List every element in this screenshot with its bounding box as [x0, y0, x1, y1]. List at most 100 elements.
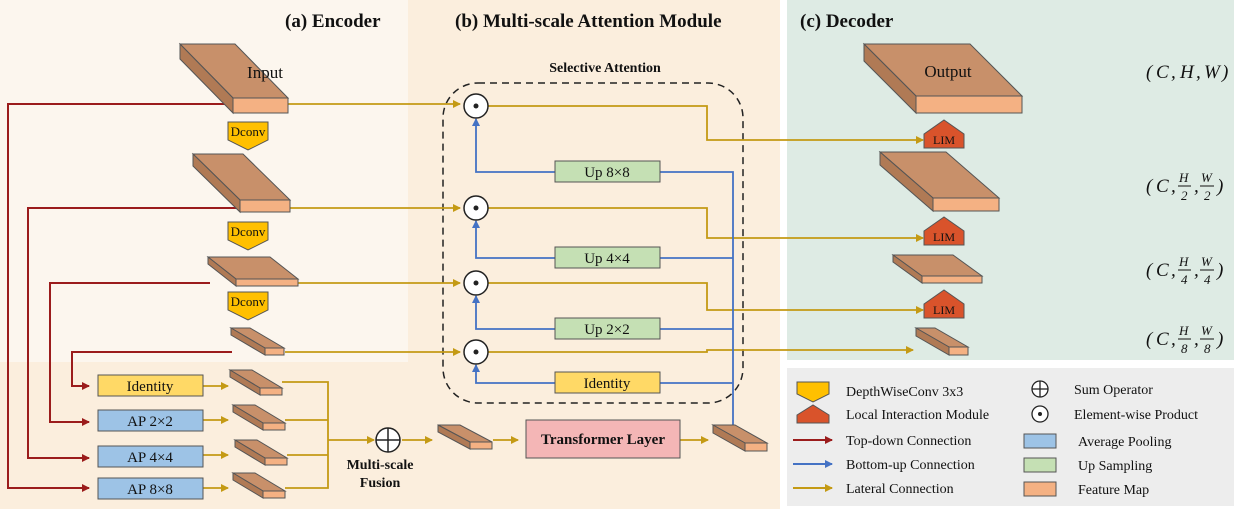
shape-annotation-half: ( C , H 2 , W 2 ) — [1146, 170, 1223, 203]
svg-text:Transformer Layer: Transformer Layer — [541, 432, 665, 448]
svg-text:W: W — [1201, 254, 1213, 269]
svg-text:2: 2 — [1204, 188, 1211, 203]
legend-lateral-label: Lateral Connection — [846, 482, 954, 497]
lateral-connections — [203, 100, 924, 492]
legend-dconv-icon — [796, 381, 830, 403]
output-label: Output — [924, 62, 972, 81]
svg-text:2: 2 — [1181, 188, 1188, 203]
svg-text:C: C — [1156, 260, 1169, 281]
svg-text:,: , — [1171, 329, 1176, 350]
fusion-sum-icon — [375, 427, 401, 453]
svg-text:Identity: Identity — [584, 376, 631, 392]
legend-up-label: Up Sampling — [1078, 459, 1152, 474]
pool-identity-box: Identity — [97, 374, 204, 397]
attention-title: (b) Multi-scale Attention Module — [455, 11, 722, 32]
shape-annotation-quarter: ( C , H 4 , W 4 ) — [1146, 254, 1223, 287]
legend-lim-label: Local Interaction Module — [846, 408, 989, 423]
transformer-layer-box: Transformer Layer — [525, 419, 681, 459]
product-node-2 — [463, 195, 489, 221]
svg-text:,: , — [1194, 260, 1199, 281]
legend-pool-swatch — [1023, 433, 1057, 449]
svg-text:): ) — [1216, 329, 1223, 350]
legend-up-swatch — [1023, 457, 1057, 473]
decoder-background — [787, 0, 1234, 360]
shape-annotation-eighth: ( C , H 8 , W 8 ) — [1146, 323, 1223, 356]
svg-text:,: , — [1194, 329, 1199, 350]
legend-product-label: Element-wise Product — [1074, 408, 1198, 423]
svg-text:4: 4 — [1181, 272, 1188, 287]
legend-feature-swatch — [1023, 481, 1057, 497]
svg-text:H: H — [1179, 62, 1195, 83]
svg-text:C: C — [1156, 329, 1169, 350]
fused-map — [437, 424, 493, 450]
svg-text:(: ( — [1146, 329, 1154, 350]
up-identity-box: Identity — [554, 371, 661, 394]
svg-text:W: W — [1201, 323, 1213, 338]
encoder-title: (a) Encoder — [285, 11, 381, 32]
svg-text:H: H — [1178, 170, 1189, 185]
feature-map-input — [178, 43, 290, 114]
legend-sum-label: Sum Operator — [1074, 383, 1153, 398]
decoder-feature-map-2 — [878, 150, 1001, 213]
encoder-block-3-side — [207, 255, 237, 288]
svg-text:(: ( — [1146, 176, 1154, 197]
pooled-map-4 — [231, 472, 287, 499]
legend-sum-icon — [1031, 380, 1049, 398]
shape-annotation-full: ( C , H , W ) — [1146, 62, 1228, 83]
top-down-connections — [7, 103, 243, 492]
svg-text:H: H — [1178, 254, 1189, 269]
up4-box: Up 4×4 — [554, 246, 661, 269]
lim-icon-3: LIM — [923, 289, 965, 319]
decoder-feature-map-4 — [914, 327, 970, 356]
svg-text:AP 2×2: AP 2×2 — [127, 414, 173, 430]
svg-text:Dconv: Dconv — [231, 294, 266, 309]
legend-product-icon — [1031, 405, 1049, 423]
fusion-label-2: Fusion — [360, 476, 401, 491]
product-node-1 — [463, 93, 489, 119]
lim-icon-2: LIM — [923, 216, 965, 246]
svg-text:C: C — [1156, 176, 1169, 197]
bottom-up-connections — [472, 118, 734, 425]
output-feature-map — [862, 42, 1024, 115]
svg-text:8: 8 — [1181, 341, 1188, 356]
svg-text:Dconv: Dconv — [231, 224, 266, 239]
svg-text:Up 4×4: Up 4×4 — [584, 251, 630, 267]
svg-text:AP 8×8: AP 8×8 — [127, 482, 173, 498]
encoder-block-4-side — [230, 327, 266, 356]
selective-attention-box — [442, 82, 744, 404]
svg-text:,: , — [1171, 62, 1176, 83]
svg-text:W: W — [1204, 62, 1222, 83]
svg-text:LIM: LIM — [933, 133, 955, 147]
fusion-label-1: Multi-scale — [347, 458, 414, 473]
input-block — [179, 42, 234, 115]
dconv-icon-3: Dconv — [227, 291, 269, 321]
legend-top-down-label: Top-down Connection — [846, 434, 971, 449]
svg-text:H: H — [1178, 323, 1189, 338]
svg-text:,: , — [1196, 62, 1201, 83]
svg-text:Up 8×8: Up 8×8 — [584, 165, 630, 181]
up2-box: Up 2×2 — [554, 317, 661, 340]
legend-feature-label: Feature Map — [1078, 483, 1149, 498]
svg-text:,: , — [1171, 260, 1176, 281]
feature-map-encoder-4 — [229, 327, 286, 356]
lim-icon-1: LIM — [923, 119, 965, 149]
svg-text:4: 4 — [1204, 272, 1211, 287]
svg-text:Dconv: Dconv — [231, 124, 266, 139]
svg-text:C: C — [1156, 62, 1169, 83]
pool-ap8-box: AP 8×8 — [97, 477, 204, 500]
legend: DepthWiseConv 3x3 Local Interaction Modu… — [793, 380, 1198, 498]
svg-text:): ) — [1216, 260, 1223, 281]
input-label: Input — [247, 63, 283, 82]
svg-text:): ) — [1221, 62, 1228, 83]
decoder-feature-map-3 — [891, 254, 984, 284]
svg-text:8: 8 — [1204, 341, 1211, 356]
svg-text:(: ( — [1146, 260, 1154, 281]
encoder-block-2-side — [192, 152, 241, 214]
svg-text:LIM: LIM — [933, 230, 955, 244]
svg-text:Up 2×2: Up 2×2 — [584, 322, 630, 338]
legend-pool-label: Average Pooling — [1078, 435, 1171, 450]
dconv-icon-1: Dconv — [227, 121, 269, 151]
svg-text:Identity: Identity — [127, 379, 174, 395]
